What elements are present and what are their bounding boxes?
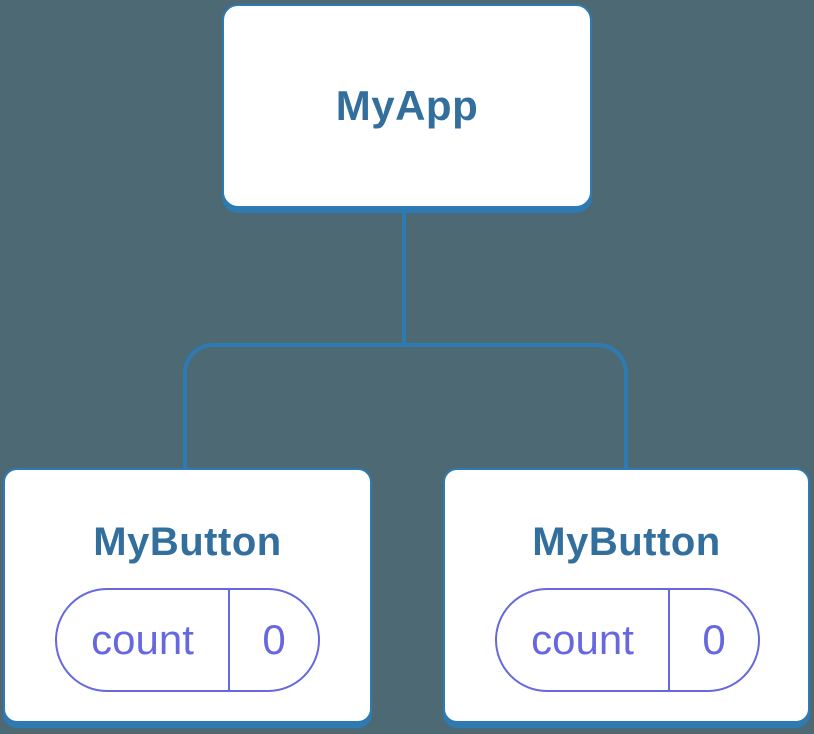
child-node-label: MyButton [532, 520, 721, 564]
state-key: count [57, 590, 230, 690]
state-key: count [497, 590, 670, 690]
root-node-label: MyApp [335, 82, 479, 129]
child-node-mybutton-1: MyButton count 0 [3, 468, 372, 723]
state-value: 0 [702, 616, 726, 663]
state-value: 0 [262, 616, 286, 663]
child-node-mybutton-2: MyButton count 0 [443, 468, 810, 723]
connector-stem [402, 211, 406, 346]
connector-bracket [183, 343, 628, 470]
state-pill: count 0 [495, 588, 760, 692]
state-pill: count 0 [55, 588, 320, 692]
child-node-label: MyButton [93, 520, 282, 564]
root-node-myapp: MyApp [222, 4, 592, 208]
